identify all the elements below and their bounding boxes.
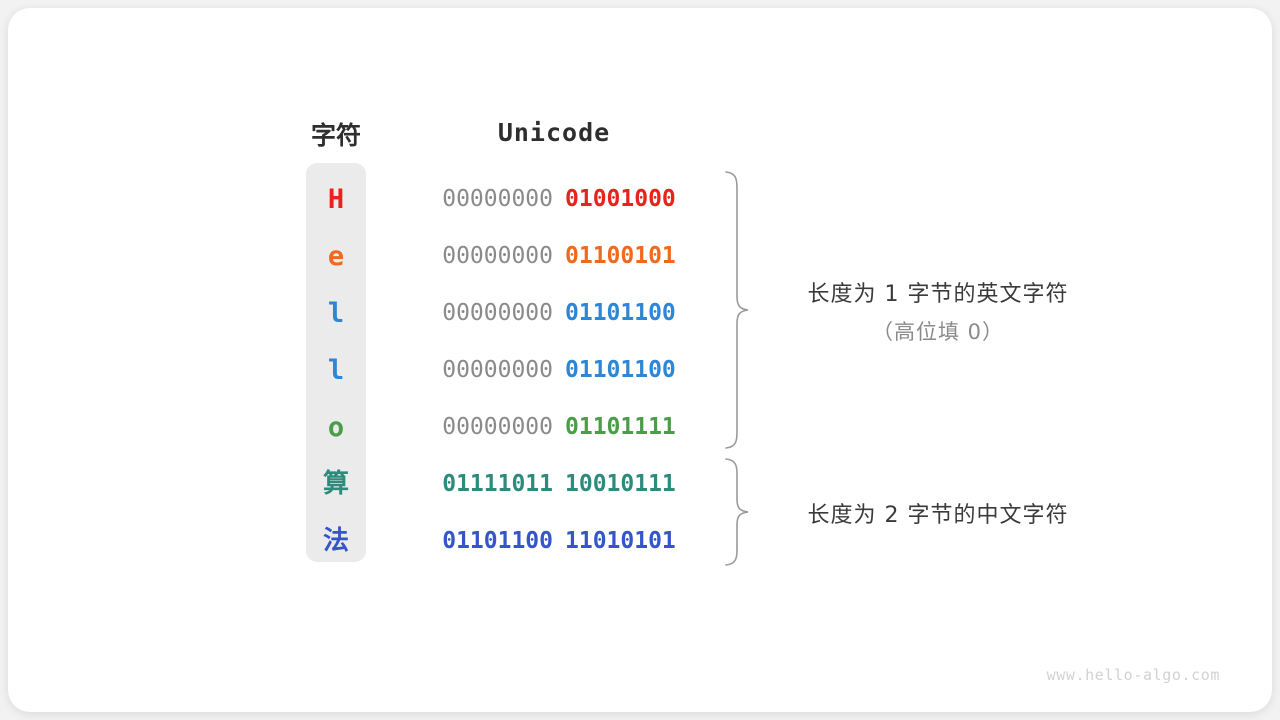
binary-row: 01111011 10010111: [423, 456, 695, 513]
binary-row: 00000000 01101100: [423, 285, 695, 342]
binary-high-byte: 00000000: [442, 243, 553, 269]
binary-low-byte: 11010101: [565, 528, 676, 554]
header-unicode: Unicode: [497, 118, 611, 147]
binary-low-byte: 01001000: [565, 186, 676, 212]
character-cell: o: [327, 412, 345, 443]
character-column-panel: [306, 163, 366, 562]
header-character: 字符: [310, 121, 361, 150]
binary-low-byte: 10010111: [565, 471, 676, 497]
annotation-two-byte: 长度为 2 字节的中文字符: [778, 497, 1098, 529]
unicode-encoding-figure: 字符 Unicode H 00000000 01001000 e 00000000 011…: [8, 8, 1272, 712]
binary-row: 01101100 11010101: [423, 513, 695, 570]
character-cell: l: [327, 355, 345, 386]
annotation-two-byte-main: 长度为 2 字节的中文字符: [807, 503, 1069, 528]
binary-high-byte: 00000000: [442, 186, 553, 212]
binary-row: 00000000 01101100: [423, 342, 695, 399]
binary-high-byte: 00000000: [442, 414, 553, 440]
binary-row: 00000000 01001000: [423, 171, 695, 228]
figure-card: 字符 Unicode H 00000000 01001000 e 00000000 011…: [8, 8, 1272, 712]
binary-row: 00000000 01100101: [423, 228, 695, 285]
binary-low-byte: 01101100: [565, 357, 676, 383]
brace-one-byte: [724, 170, 750, 450]
binary-low-byte: 01100101: [565, 243, 676, 269]
binary-high-byte: 00000000: [442, 300, 553, 326]
annotation-one-byte-sub: （高位填 0）: [871, 320, 1005, 344]
binary-high-byte: 01111011: [442, 471, 553, 497]
binary-low-byte: 01101100: [565, 300, 676, 326]
binary-high-byte: 01101100: [442, 528, 553, 554]
character-cell: 法: [322, 526, 349, 556]
character-cell: H: [327, 184, 345, 215]
annotation-one-byte: 长度为 1 字节的英文字符 （高位填 0）: [778, 276, 1098, 346]
binary-high-byte: 00000000: [442, 357, 553, 383]
watermark: www.hello-algo.com: [1046, 666, 1220, 684]
character-cell: e: [327, 241, 345, 272]
character-cell: 算: [322, 469, 349, 499]
binary-row: 00000000 01101111: [423, 399, 695, 456]
annotation-one-byte-main: 长度为 1 字节的英文字符: [807, 282, 1069, 307]
character-cell: l: [327, 298, 345, 329]
brace-two-byte: [724, 457, 750, 567]
binary-low-byte: 01101111: [565, 414, 676, 440]
